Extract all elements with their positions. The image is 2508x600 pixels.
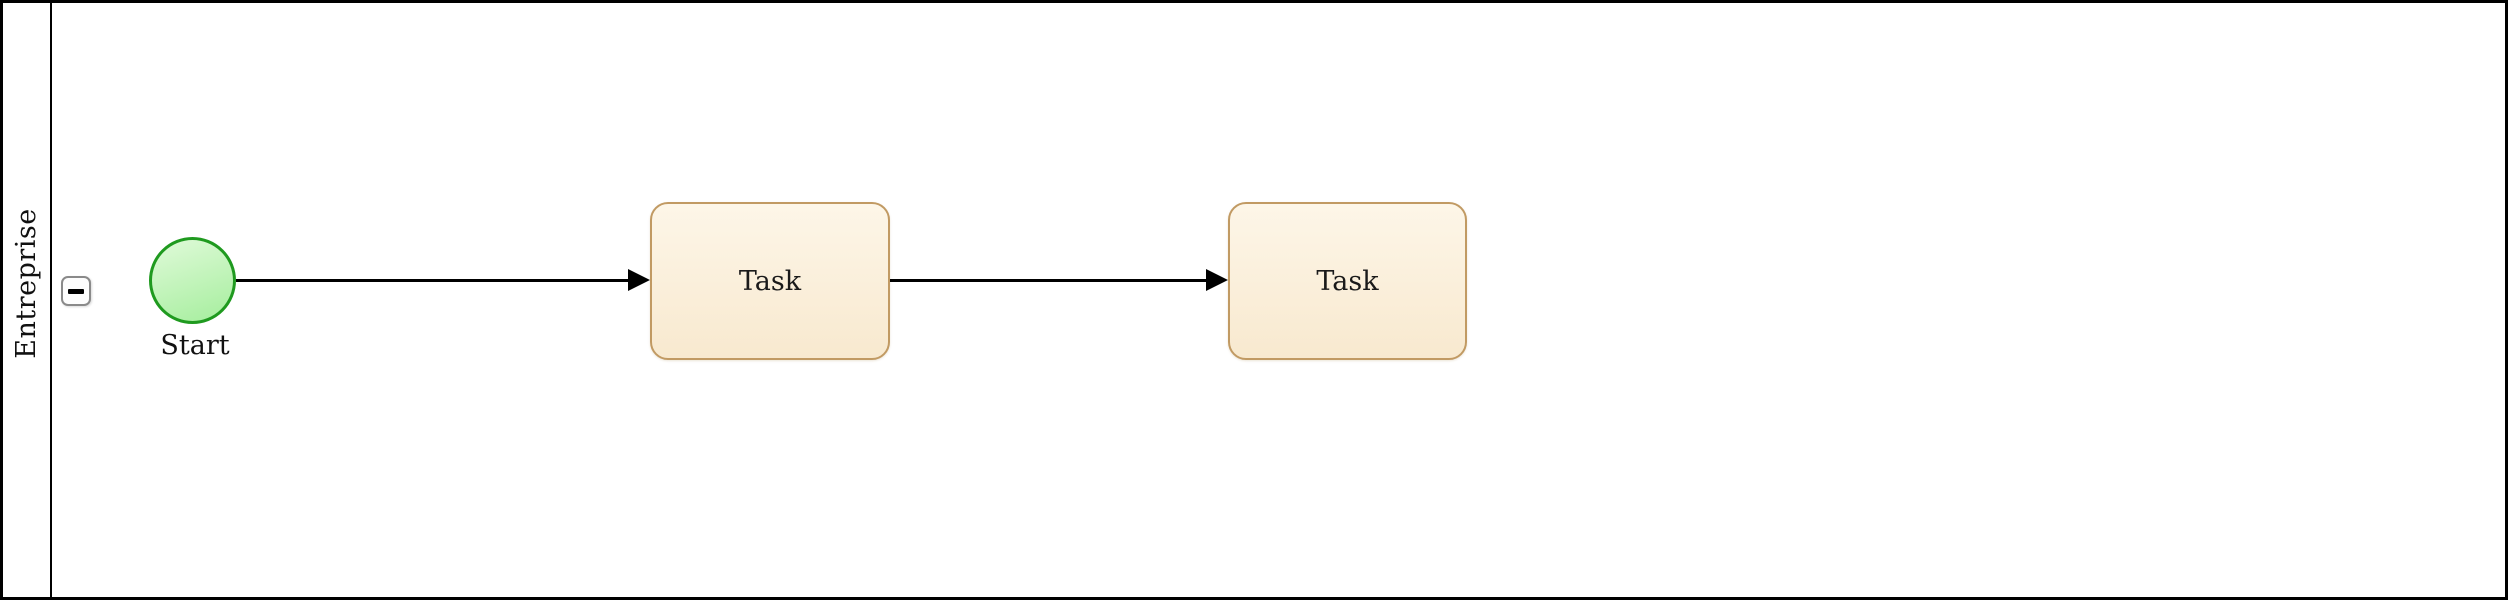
sequence-flow-start-to-task1[interactable] — [236, 269, 650, 291]
task-node-2[interactable]: Task — [1228, 202, 1467, 360]
flow-line — [890, 279, 1208, 282]
task-node-1[interactable]: Task — [650, 202, 890, 360]
pool-collapse-button[interactable] — [61, 276, 91, 306]
minus-icon — [68, 288, 84, 294]
pool-label: Entreprise — [11, 207, 42, 359]
task-label: Task — [1316, 265, 1379, 297]
start-event-label: Start — [160, 330, 230, 361]
sequence-flow-task1-to-task2[interactable] — [890, 269, 1228, 291]
start-event-node[interactable] — [149, 237, 236, 324]
lane-divider — [50, 3, 52, 597]
arrowhead-icon — [628, 269, 650, 291]
flow-line — [236, 279, 630, 282]
arrowhead-icon — [1206, 269, 1228, 291]
task-label: Task — [738, 265, 802, 297]
pool-label-band: Entreprise — [3, 3, 50, 597]
